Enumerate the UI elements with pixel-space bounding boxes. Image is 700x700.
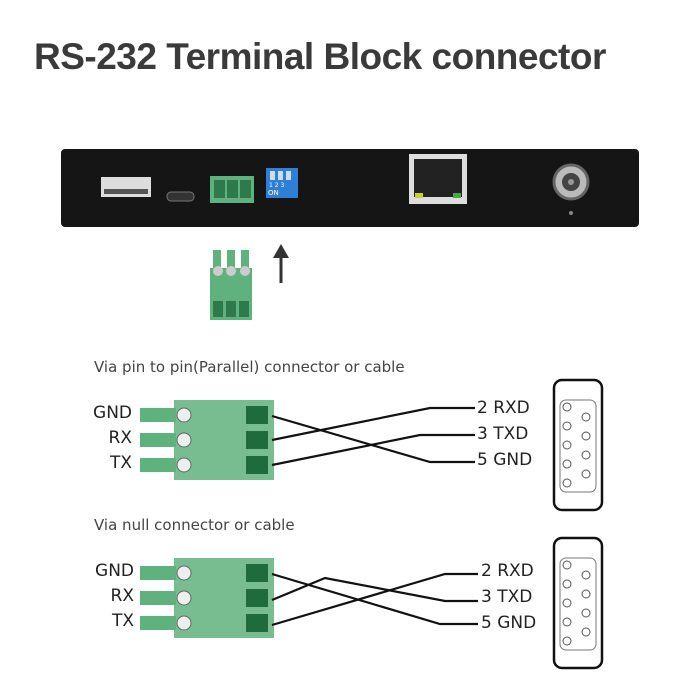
screw-icon bbox=[176, 432, 192, 448]
screw-icon bbox=[176, 565, 192, 581]
screw-icon bbox=[176, 457, 192, 473]
null-caption: Via null connector or cable bbox=[94, 516, 295, 534]
db9-shell bbox=[559, 557, 597, 651]
db9-pin bbox=[581, 608, 591, 618]
db9-pin bbox=[562, 560, 572, 570]
terminal-socket-icon bbox=[210, 176, 254, 203]
insert-arrow-icon bbox=[273, 244, 289, 283]
wire bbox=[271, 433, 475, 467]
db9-pin bbox=[581, 589, 591, 599]
db9-shell bbox=[559, 399, 597, 493]
terminal-plug-icon bbox=[210, 250, 252, 320]
terminal-label-tx: TX bbox=[109, 453, 132, 473]
db9-label-gnd: 5 GND bbox=[477, 450, 533, 470]
terminal-pin bbox=[140, 433, 176, 447]
screw-icon bbox=[176, 615, 192, 631]
db9-pin bbox=[581, 431, 591, 441]
db9-pin bbox=[562, 598, 572, 608]
terminal-label-tx: TX bbox=[111, 611, 134, 631]
wire-slot bbox=[246, 589, 268, 607]
terminal-label-rx: RX bbox=[108, 428, 132, 448]
db9-label-rxd: 2 RXD bbox=[481, 561, 534, 581]
terminal-label-rx: RX bbox=[110, 586, 134, 606]
terminal-label-gnd: GND bbox=[95, 561, 134, 581]
terminal-pin bbox=[140, 408, 176, 422]
wire bbox=[271, 406, 475, 442]
db9-pin bbox=[562, 617, 572, 627]
wire-slot bbox=[246, 456, 268, 474]
usb-port-icon bbox=[101, 177, 151, 197]
db9-pin bbox=[581, 469, 591, 479]
db9-label-txd: 3 TXD bbox=[477, 424, 529, 444]
micro-usb-port-icon bbox=[166, 191, 195, 202]
db9-connector-icon bbox=[552, 378, 604, 512]
db9-pin bbox=[562, 636, 572, 646]
db9-pin bbox=[581, 570, 591, 580]
dip-switch-icon: 1 2 3 ON bbox=[266, 168, 298, 198]
dip-on-label: ON bbox=[268, 189, 279, 197]
terminal-pin bbox=[140, 458, 176, 472]
db9-label-gnd: 5 GND bbox=[481, 613, 537, 633]
dip-numbers: 1 2 3 bbox=[269, 182, 284, 189]
db9-pin bbox=[581, 450, 591, 460]
terminal-pin bbox=[140, 591, 176, 605]
db9-pin bbox=[562, 478, 572, 488]
db9-connector-icon bbox=[552, 536, 604, 670]
db9-pin bbox=[562, 421, 572, 431]
device-back-panel: 1 2 3 ON bbox=[61, 149, 639, 227]
db9-pin bbox=[581, 412, 591, 422]
wire-slot bbox=[246, 431, 268, 449]
db9-pin bbox=[562, 579, 572, 589]
wire bbox=[271, 572, 478, 627]
wire-slot bbox=[246, 614, 268, 632]
terminal-pin bbox=[140, 566, 176, 580]
db9-label-txd: 3 TXD bbox=[481, 587, 533, 607]
db9-pin bbox=[562, 402, 572, 412]
db9-pin bbox=[581, 627, 591, 637]
screw-icon bbox=[176, 590, 192, 606]
terminal-label-gnd: GND bbox=[93, 403, 132, 423]
wire-slot bbox=[246, 406, 268, 424]
page-title: RS-232 Terminal Block connector bbox=[34, 36, 606, 77]
wire bbox=[271, 414, 475, 464]
screw-icon bbox=[176, 407, 192, 423]
db9-pin bbox=[562, 440, 572, 450]
null-wiring bbox=[140, 536, 604, 670]
db9-label-rxd: 2 RXD bbox=[477, 398, 530, 418]
parallel-caption: Via pin to pin(Parallel) connector or ca… bbox=[94, 358, 405, 376]
wire-slot bbox=[246, 564, 268, 582]
wire bbox=[271, 576, 478, 603]
parallel-wiring bbox=[140, 378, 604, 512]
terminal-pin bbox=[140, 616, 176, 630]
power-jack-icon bbox=[552, 163, 590, 215]
ethernet-port-icon bbox=[409, 154, 467, 204]
wire bbox=[271, 572, 478, 626]
db9-pin bbox=[562, 459, 572, 469]
